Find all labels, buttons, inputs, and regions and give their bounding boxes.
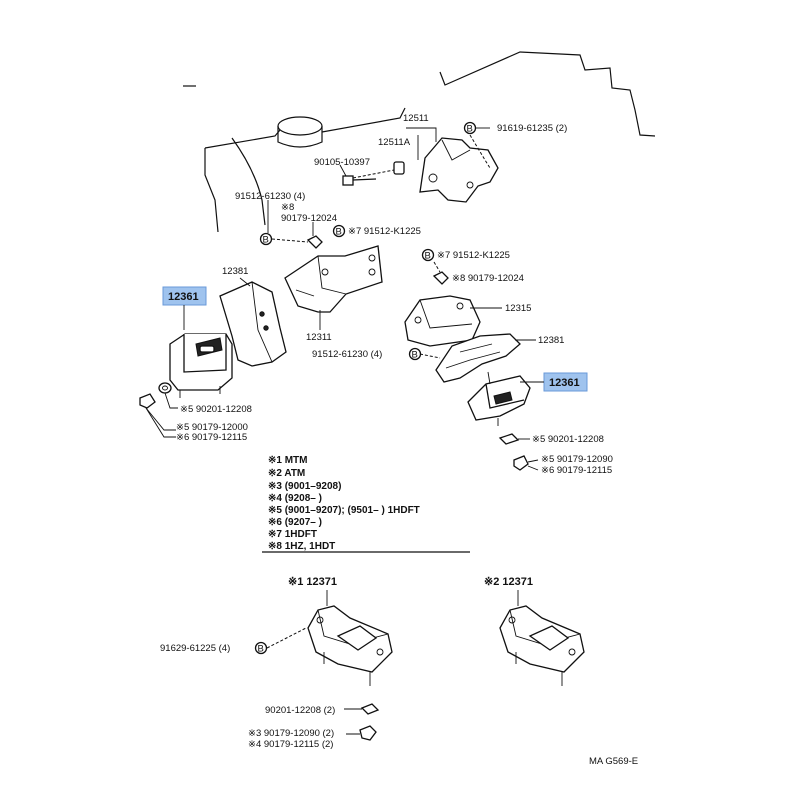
label-91512-k1225-left: ※7 91512-K1225: [348, 226, 421, 237]
label-91629-61225: 91629-61225 (4): [160, 643, 230, 654]
label-12381-right: 12381: [538, 335, 564, 346]
engine-block-outline: [183, 51, 656, 233]
bolt-marker-91619: B: [463, 121, 477, 135]
label-12511: 12511: [403, 113, 429, 124]
label-90179-12115-right: ※6 90179-12115: [541, 465, 612, 476]
label-90179-12024-mark: ※8: [281, 202, 294, 213]
label-90105-10397: 90105-10397: [314, 157, 370, 168]
label-90179-12090-right: ※5 90179-12090: [541, 454, 613, 465]
nut-90179-12024-right: [432, 271, 449, 285]
bolt-letter-91512-right: B: [412, 350, 418, 361]
label-90179-12115-left: ※6 90179-12115: [176, 432, 247, 443]
collar-12511a: [393, 161, 405, 175]
drawing-code: MA G569-E: [589, 756, 638, 767]
washer-90201-12208-right: [498, 433, 520, 445]
transmission-mount-12371-atm: [499, 605, 585, 686]
label-90201-12208-bottom: 90201-12208 (2): [265, 705, 335, 716]
bolt-letter-91629: B: [258, 644, 264, 655]
note-2: ※2 ATM: [268, 468, 305, 479]
engine-mount-insulator-12361-right: [467, 371, 531, 426]
label-91512-61230-left: 91512-61230 (4): [235, 191, 305, 202]
washer-90201-12208-bottom: [360, 703, 380, 715]
note-3: ※3 (9001–9208): [268, 481, 341, 492]
bolt-marker-91512-left: B: [259, 232, 273, 246]
engine-bracket-12511: [419, 137, 499, 203]
label-12361-left[interactable]: 12361: [168, 291, 199, 303]
label-91512-k1225-right: ※7 91512-K1225: [437, 250, 510, 261]
washer-90201-12208-left: [158, 382, 172, 394]
nut-90179-12000-left: [139, 393, 156, 409]
bolt-letter-91512k-right: B: [425, 251, 431, 262]
note-1: ※1 MTM: [268, 455, 308, 466]
label-12311: 12311: [306, 332, 332, 343]
engine-mount-bracket-12311: [284, 245, 383, 313]
nut-90179-12090-right: [513, 455, 529, 471]
heat-insulator-12381-left: [219, 281, 287, 367]
nut-90179-12024-left: [306, 235, 323, 249]
engine-mount-bracket-12315: [404, 295, 481, 347]
bolt-marker-91629: B: [254, 641, 268, 655]
label-91619-61235: 91619-61235 (2): [497, 123, 567, 134]
bolt-letter-91619: B: [467, 124, 473, 135]
label-90179-12024-right: ※8 90179-12024: [452, 273, 524, 284]
nut-90179-bottom: [359, 725, 377, 741]
label-91512-61230-right: 91512-61230 (4): [312, 349, 382, 360]
label-12511a: 12511A: [378, 137, 411, 148]
label-90201-12208-right: ※5 90201-12208: [532, 434, 604, 445]
bolt-marker-91512-right: B: [408, 347, 422, 361]
label-12361-right[interactable]: 12361: [549, 377, 580, 389]
label-12315: 12315: [505, 303, 531, 314]
label-90201-12208-left: ※5 90201-12208: [180, 404, 252, 415]
label-90179-12090-bottom: ※3 90179-12090 (2): [248, 728, 334, 739]
note-8: ※8 1HZ, 1HDT: [268, 541, 335, 552]
bolt-letter-91512k-left: B: [336, 227, 342, 238]
label-12381-left: 12381: [222, 266, 248, 277]
transmission-mount-12371-mtm: [307, 605, 393, 686]
note-4: ※4 (9208– ): [268, 493, 322, 504]
note-5: ※5 (9001–9207); (9501– ) 1HDFT: [268, 505, 420, 516]
label-90179-12000: ※5 90179-12000: [176, 422, 248, 433]
heat-insulator-12381-right: [435, 333, 521, 383]
bolt-letter-91512-left: B: [263, 235, 269, 246]
label-12371-atm: ※2 12371: [484, 576, 533, 588]
label-90179-12115-bottom: ※4 90179-12115 (2): [248, 739, 333, 750]
bolt-marker-91512k-left: B: [332, 224, 346, 238]
note-6: ※6 (9207– ): [268, 517, 322, 528]
engine-mount-insulator-12361-left: [169, 333, 233, 398]
highlight-12361-left: [162, 286, 207, 306]
bolt-marker-91512k-right: B: [421, 248, 435, 262]
note-7: ※7 1HDFT: [268, 529, 317, 540]
label-90179-12024-left: 90179-12024: [281, 213, 337, 224]
label-12371-mtm: ※1 12371: [288, 576, 337, 588]
bolt-90105-10397: [339, 164, 377, 186]
